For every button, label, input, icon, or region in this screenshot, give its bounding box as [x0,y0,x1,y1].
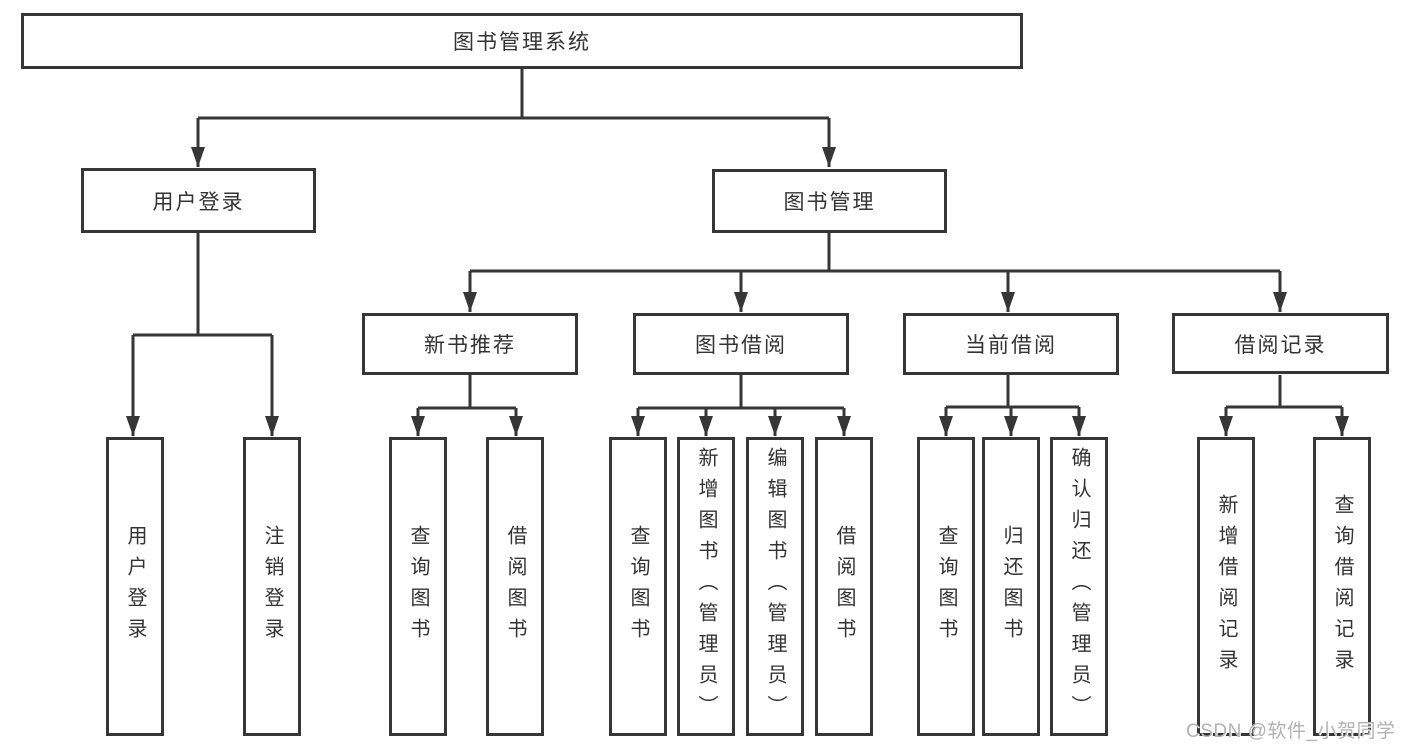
leaf-edit-books-admin: 编辑图书（管理员） [746,437,804,736]
node-new-book-recommendation: 新书推荐 [362,313,578,375]
leaf-return-books: 归还图书 [982,437,1040,736]
leaf-user-login: 用户登录 [106,437,164,736]
leaf-borrow-books: 借阅图书 [815,437,873,736]
leaf-add-books-admin: 新增图书（管理员） [677,437,735,736]
leaf-query-books-current: 查询图书 [917,437,975,736]
leaf-query-books-borrow: 查询图书 [609,437,667,736]
leaf-query-borrow-record: 查询借阅记录 [1313,437,1371,736]
leaf-logout: 注销登录 [243,437,301,736]
node-book-management: 图书管理 [712,169,947,233]
node-borrowing-records: 借阅记录 [1172,313,1389,374]
node-current-borrowing: 当前借阅 [903,313,1119,375]
leaf-query-books-recommend: 查询图书 [389,437,447,736]
node-book-borrowing: 图书借阅 [633,313,849,375]
csdn-watermark: CSDN @软件_小贺同学 [1186,721,1396,742]
root-node-library-system: 图书管理系统 [21,13,1023,69]
node-user-login: 用户登录 [81,168,316,233]
leaf-confirm-return-admin: 确认归还（管理员） [1050,437,1108,736]
leaf-add-borrow-record: 新增借阅记录 [1197,437,1255,736]
leaf-borrow-books-recommend: 借阅图书 [486,437,544,736]
